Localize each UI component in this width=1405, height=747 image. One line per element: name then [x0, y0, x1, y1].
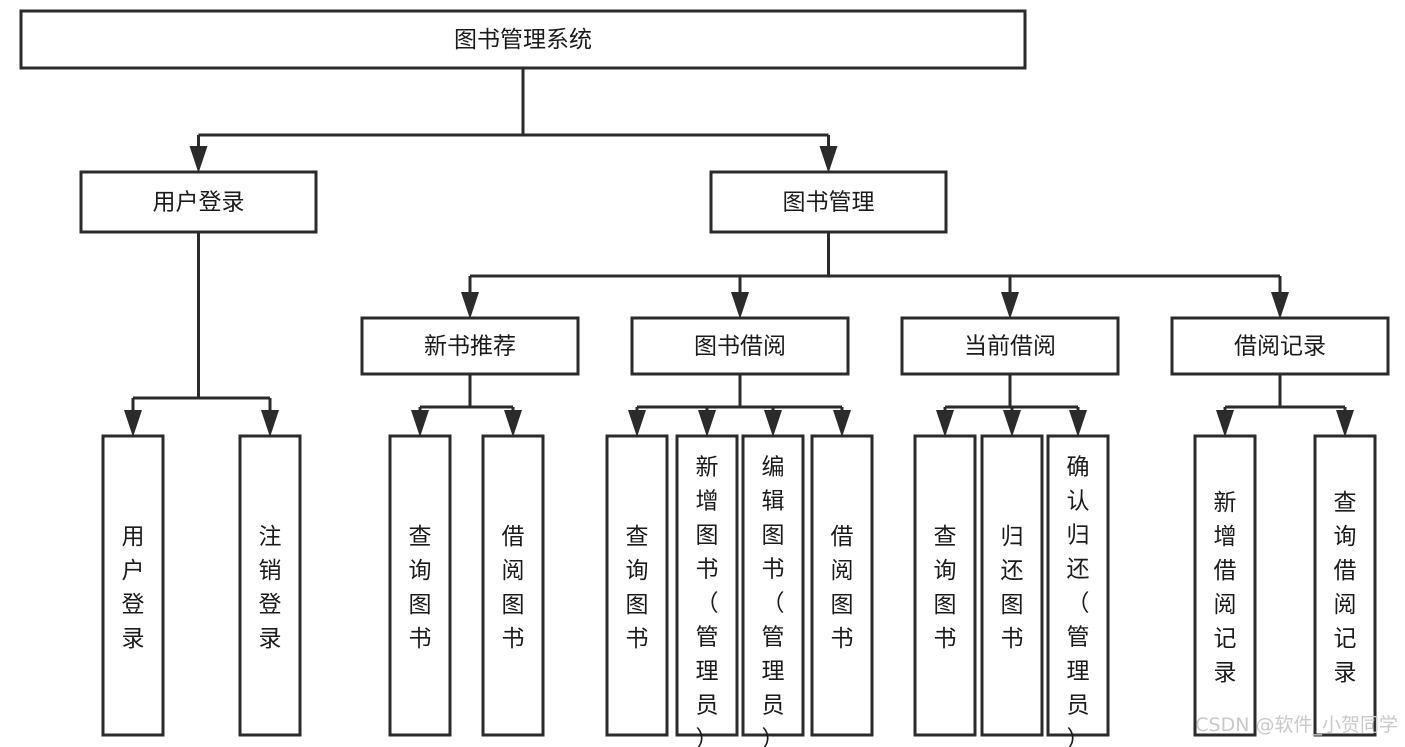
node-book-manage[interactable]: 图书管理 — [709, 170, 948, 234]
node-label: 用户登录 — [122, 524, 145, 652]
node-box — [1193, 434, 1257, 737]
arrow-head-icon — [731, 292, 749, 319]
node-leaf-borrow-book-1[interactable]: 借阅图书 — [481, 434, 545, 737]
node-box — [630, 316, 850, 376]
arrow-head-icon — [189, 146, 208, 173]
arrow-head-icon — [628, 410, 646, 437]
node-label: 用户登录 — [153, 190, 245, 216]
edges-from-book-borrow — [628, 374, 851, 437]
arrow-head-icon — [1001, 292, 1019, 319]
node-leaf-query-book-2[interactable]: 查询图书 — [605, 434, 669, 737]
node-leaf-logout[interactable]: 注销登录 — [238, 434, 302, 737]
node-leaf-add-book[interactable]: 新增图书（管理员） — [675, 434, 739, 747]
node-label: 当前借阅 — [964, 334, 1056, 360]
connector-layer — [124, 68, 1354, 437]
node-box — [238, 434, 302, 737]
node-label: 新增借阅记录 — [1214, 490, 1237, 686]
node-label: 图书借阅 — [694, 334, 786, 360]
node-label: 编辑图书（管理员） — [762, 455, 785, 747]
edges-from-book-manage — [461, 232, 1289, 319]
node-box — [1313, 434, 1377, 737]
arrow-head-icon — [1003, 410, 1021, 437]
node-label: 归还图书 — [1001, 524, 1024, 652]
arrow-head-icon — [261, 410, 279, 437]
node-label: 查询图书 — [934, 524, 957, 652]
node-box — [388, 434, 452, 737]
node-label: 注销登录 — [259, 524, 282, 652]
node-box — [709, 170, 948, 234]
node-leaf-query-record[interactable]: 查询借阅记录 — [1313, 434, 1377, 737]
arrow-head-icon — [833, 410, 851, 437]
edges-from-borrow-record — [1216, 374, 1354, 437]
node-box — [101, 434, 165, 737]
node-box — [675, 434, 739, 737]
node-label: 图书管理 — [783, 190, 875, 216]
arrow-head-icon — [504, 410, 522, 437]
node-label: 借阅图书 — [831, 524, 854, 652]
node-leaf-add-record[interactable]: 新增借阅记录 — [1193, 434, 1257, 737]
node-box — [900, 316, 1120, 376]
node-label: 查询借阅记录 — [1334, 490, 1357, 686]
node-book-borrow[interactable]: 图书借阅 — [630, 316, 850, 376]
arrow-head-icon — [819, 146, 838, 173]
node-label: 新增图书（管理员） — [696, 455, 719, 747]
arrow-head-icon — [461, 292, 479, 319]
node-user-login[interactable]: 用户登录 — [79, 170, 318, 234]
node-box — [810, 434, 874, 737]
node-box — [481, 434, 545, 737]
node-box — [19, 9, 1027, 70]
arrow-head-icon — [124, 410, 142, 437]
node-box — [360, 316, 580, 376]
node-label: 借阅记录 — [1234, 334, 1326, 360]
arrow-head-icon — [411, 410, 429, 437]
node-label: 确认归还（管理员） — [1067, 455, 1090, 747]
arrow-head-icon — [1336, 410, 1354, 437]
arrow-head-icon — [1271, 292, 1289, 319]
arrow-head-icon — [1216, 410, 1234, 437]
node-leaf-borrow-book-2[interactable]: 借阅图书 — [810, 434, 874, 737]
node-box — [741, 434, 805, 737]
node-box — [913, 434, 977, 737]
node-borrow-record[interactable]: 借阅记录 — [1170, 316, 1390, 376]
arrow-head-icon — [1069, 410, 1087, 437]
node-box — [1046, 434, 1110, 737]
node-box — [605, 434, 669, 737]
node-leaf-query-book-1[interactable]: 查询图书 — [388, 434, 452, 737]
watermark-label: CSDN @软件_小贺同学 — [1195, 714, 1398, 736]
edges-from-root — [189, 68, 838, 173]
edges-from-new-book-recommend — [411, 374, 522, 437]
node-box — [79, 170, 318, 234]
edges-from-user-login — [124, 232, 279, 437]
node-label: 借阅图书 — [502, 524, 525, 652]
node-leaf-return-book[interactable]: 归还图书 — [980, 434, 1044, 737]
arrow-head-icon — [698, 410, 716, 437]
node-root[interactable]: 图书管理系统 — [19, 9, 1027, 70]
node-leaf-user-login[interactable]: 用户登录 — [101, 434, 165, 737]
node-label: 新书推荐 — [424, 334, 516, 360]
node-leaf-confirm-return[interactable]: 确认归还（管理员） — [1046, 434, 1110, 747]
arrow-head-icon — [764, 410, 782, 437]
node-leaf-query-book-3[interactable]: 查询图书 — [913, 434, 977, 737]
node-box — [1170, 316, 1390, 376]
node-current-borrow[interactable]: 当前借阅 — [900, 316, 1120, 376]
node-layer: 图书管理系统用户登录图书管理新书推荐图书借阅当前借阅借阅记录用户登录注销登录查询… — [19, 9, 1390, 747]
edges-from-current-borrow — [936, 374, 1087, 437]
node-label: 图书管理系统 — [454, 27, 592, 53]
node-label: 查询图书 — [409, 524, 432, 652]
node-label: 查询图书 — [626, 524, 649, 652]
node-box — [980, 434, 1044, 737]
node-leaf-edit-book[interactable]: 编辑图书（管理员） — [741, 434, 805, 747]
arrow-head-icon — [936, 410, 954, 437]
node-new-book-recommend[interactable]: 新书推荐 — [360, 316, 580, 376]
